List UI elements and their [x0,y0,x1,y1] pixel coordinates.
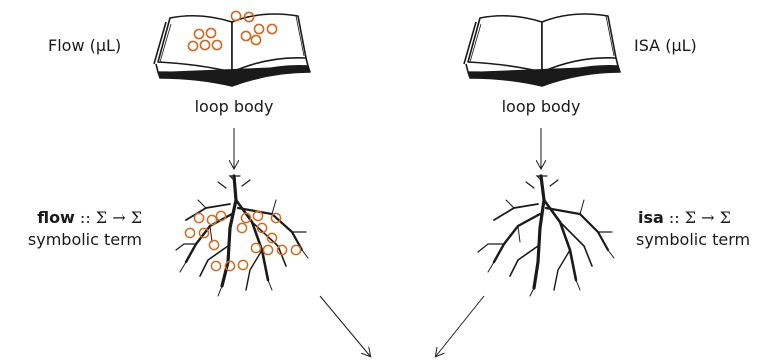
right-type: :: Σ → Σ [664,208,731,227]
left-tree-circles [185,211,300,270]
right-term-label: symbolic term [636,230,750,250]
left-signature: flow :: Σ → Σ [0,208,142,228]
left-func-name: flow [37,208,75,227]
right-tree-roots-icon [478,176,614,296]
left-book-label: Flow (μL) [48,36,121,56]
right-loop-label: loop body [491,97,591,117]
left-type: :: Σ → Σ [75,208,142,227]
right-signature: isa :: Σ → Σ [638,208,731,228]
left-term-label: symbolic term [0,230,142,250]
right-book-icon [464,14,620,86]
right-converge-arrow-icon [436,296,484,356]
left-loop-label: loop body [184,97,284,117]
left-book-icon [154,14,310,86]
left-tree-roots-icon [176,176,308,296]
right-func-name: isa [638,208,664,227]
left-converge-arrow-icon [320,296,370,356]
right-book-label: ISA (μL) [634,36,697,56]
